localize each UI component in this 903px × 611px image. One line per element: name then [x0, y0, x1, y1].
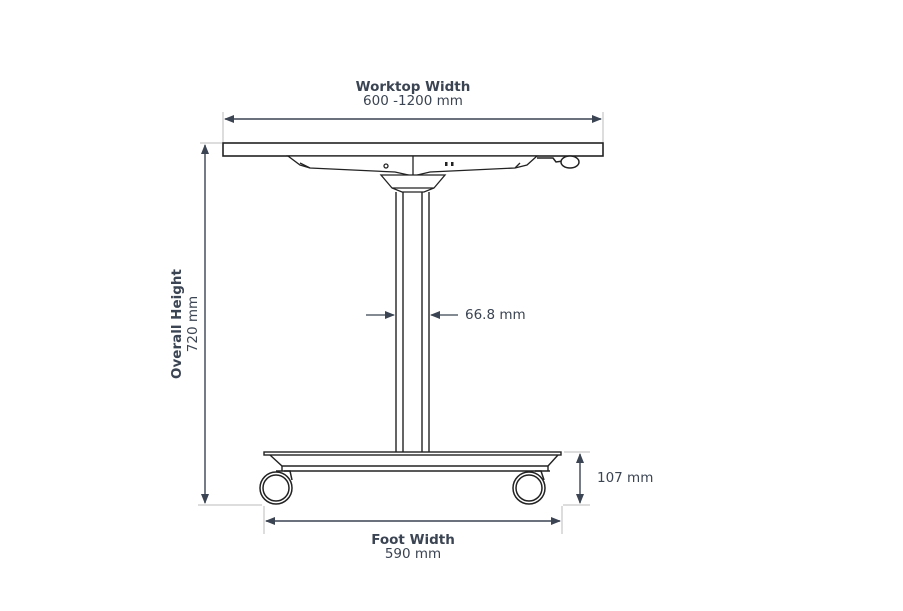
- overall-height-label-group: Overall Height 720 mm: [169, 269, 201, 379]
- desk-column: [395, 192, 430, 452]
- left-caster: [259, 470, 293, 505]
- foot-width-title: Foot Width: [371, 532, 455, 548]
- overall-height-dimension: [198, 142, 262, 506]
- right-caster: [512, 470, 546, 505]
- column-width-value: 66.8 mm: [465, 307, 526, 323]
- foot-width-value: 590 mm: [384, 546, 442, 563]
- control-paddle: [537, 155, 580, 169]
- worktop: [222, 142, 604, 157]
- foot-base: [263, 451, 562, 472]
- foot-width-dimension: [263, 506, 563, 534]
- overall-height-title: Overall Height: [169, 269, 185, 379]
- worktop-width-label-group: Worktop Width 600 -1200 mm: [355, 79, 471, 110]
- column-bracket: [379, 174, 447, 193]
- overall-height-value: 720 mm: [185, 295, 201, 353]
- under-frame: [286, 155, 539, 177]
- worktop-width-value: 600 -1200 mm: [363, 93, 463, 110]
- worktop-width-title: Worktop Width: [355, 79, 471, 95]
- worktop-width-dimension: [222, 112, 604, 148]
- foot-height-value: 107 mm: [597, 470, 654, 486]
- foot-height-dimension: [563, 451, 590, 506]
- foot-width-label-group: Foot Width 590 mm: [371, 532, 455, 563]
